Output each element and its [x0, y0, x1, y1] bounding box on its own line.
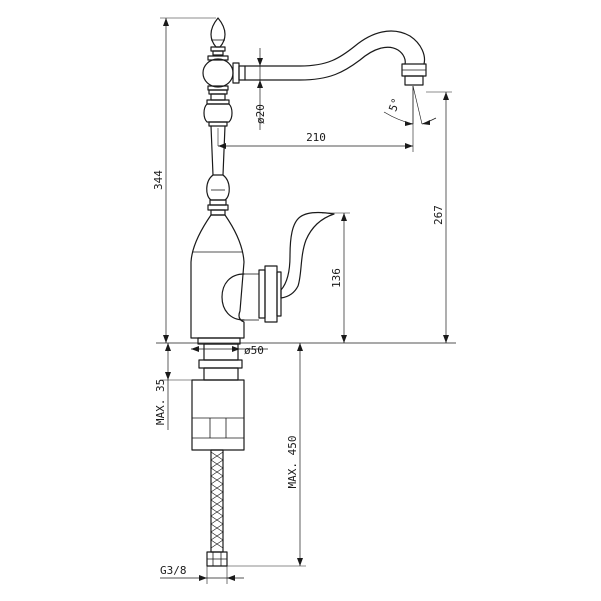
dim-total-height-label: 344	[152, 170, 165, 190]
dim-spout-angle-label: 5°	[386, 96, 403, 113]
dim-connection-thread-label: G3/8	[160, 564, 187, 577]
cartridge-boss	[221, 273, 245, 321]
under-deck	[191, 343, 245, 567]
dim-spout-height-label: 267	[432, 205, 445, 225]
dim-spout-angle: 5°	[383, 85, 437, 126]
dim-shank-diameter-label: ø20	[254, 104, 267, 124]
lever-handle	[280, 211, 335, 299]
dim-connection-thread: G3/8	[160, 564, 244, 584]
dim-lever-height: 136	[322, 212, 350, 343]
dim-hose-length: MAX. 450	[227, 343, 306, 567]
faucet-body	[190, 17, 335, 345]
dim-hose-length-label: MAX. 450	[286, 436, 299, 489]
dim-shank-diameter: ø20	[242, 48, 267, 130]
dim-base-diameter-label: ø50	[244, 344, 264, 357]
top-finial	[210, 17, 226, 48]
swivel-ball	[202, 58, 234, 88]
mixer-body	[190, 214, 245, 339]
dim-base-diameter: ø50	[191, 344, 268, 357]
dim-lever-height-label: 136	[330, 268, 343, 288]
dim-deck-thickness-label: MAX. 35	[154, 379, 167, 425]
dim-total-height: 344	[152, 17, 216, 343]
dim-deck-thickness: MAX. 35	[154, 343, 204, 430]
dim-spout-height: 267	[426, 91, 452, 343]
mounting-nut	[203, 367, 239, 381]
dim-spout-reach: 210	[217, 86, 414, 152]
dim-spout-reach-label: 210	[306, 131, 326, 144]
